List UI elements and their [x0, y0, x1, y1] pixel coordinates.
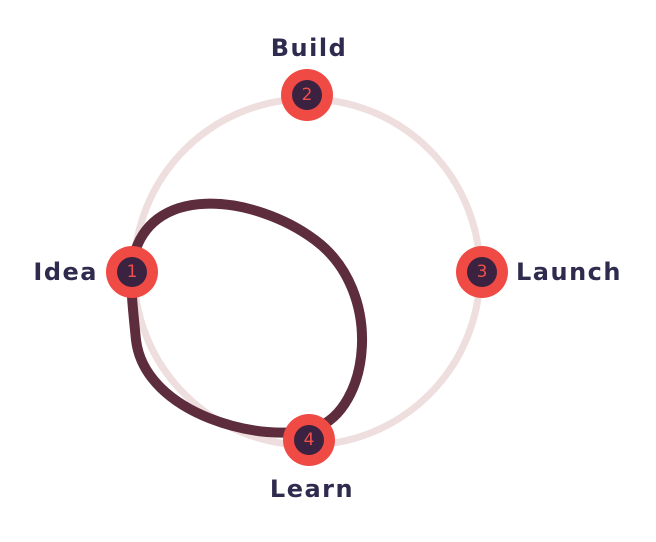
stage-label-idea: Idea [33, 258, 98, 286]
cycle-ring [130, 95, 484, 449]
stage-node-build: 2 [281, 69, 333, 121]
node-core [467, 257, 497, 287]
node-number: 1 [127, 262, 138, 282]
node-number: 2 [302, 85, 313, 105]
stage-node-learn: 4 [283, 414, 335, 466]
stage-label-launch: Launch [516, 258, 622, 286]
node-core [292, 80, 322, 110]
node-number: 3 [477, 262, 488, 282]
stage-node-idea: 1 [106, 246, 158, 298]
stage-node-launch: 3 [456, 246, 508, 298]
stage-label-build: Build [271, 34, 348, 62]
node-core [294, 425, 324, 455]
node-number: 4 [304, 430, 315, 450]
stage-label-learn: Learn [270, 475, 354, 503]
learn-idea-loop [126, 198, 368, 438]
node-core [117, 257, 147, 287]
